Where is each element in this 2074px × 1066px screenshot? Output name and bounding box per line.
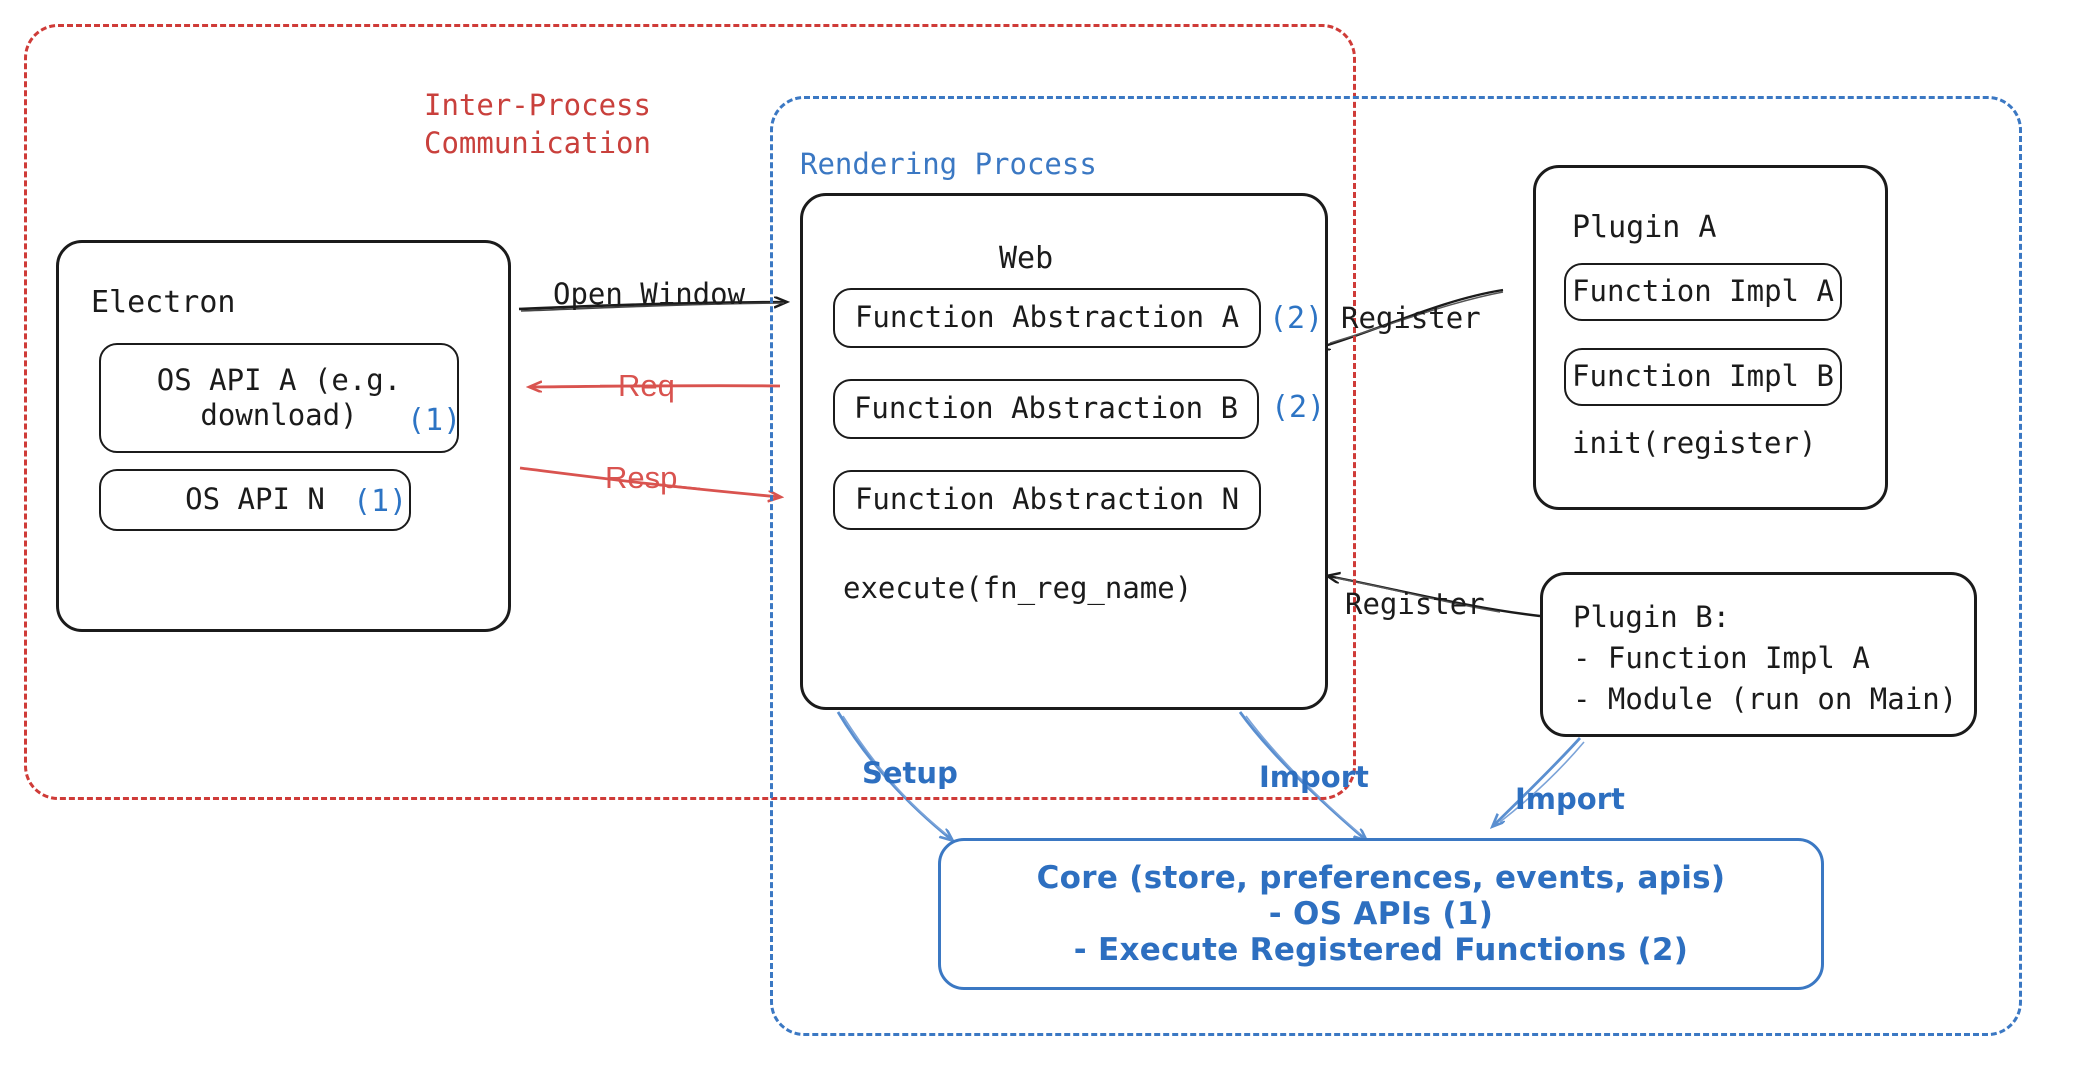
group-frame-ipc — [24, 24, 1356, 800]
group-label-rendering: Rendering Process — [800, 147, 1097, 181]
function-abstraction-n-label: Function Abstraction N — [854, 482, 1240, 517]
plugin-a-box[interactable]: Plugin A Function Impl A Function Impl B… — [1533, 165, 1888, 510]
os-api-n-label: OS API N — [185, 482, 325, 517]
edge-label-register-plugin-b: Register — [1345, 587, 1485, 621]
group-label-ipc: Inter-Process Communication — [424, 88, 651, 161]
function-abstraction-a-label: Function Abstraction A — [854, 300, 1240, 335]
function-abstraction-a-badge: (2) — [1269, 301, 1324, 336]
function-abstraction-a-box[interactable]: Function Abstraction A — [833, 288, 1261, 348]
edge-label-import-web: Import — [1259, 760, 1369, 794]
os-api-a-label: OS API A (e.g. download) — [156, 362, 402, 432]
function-impl-a-label: Function Impl A — [1572, 274, 1834, 309]
function-impl-b-box[interactable]: Function Impl B — [1564, 348, 1842, 406]
function-abstraction-n-box[interactable]: Function Abstraction N — [833, 470, 1261, 530]
plugin-b-box[interactable]: Plugin B: - Function Impl A - Module (ru… — [1540, 572, 1977, 737]
os-api-a-badge: (1) — [407, 403, 462, 438]
edge-label-register-plugin-a: Register — [1341, 301, 1481, 335]
plugin-a-title: Plugin A — [1572, 210, 1717, 245]
electron-title: Electron — [91, 285, 236, 320]
edge-label-open-window: Open Window — [553, 277, 746, 311]
function-abstraction-b-label: Function Abstraction B — [853, 391, 1239, 426]
edge-label-resp: Resp — [605, 460, 678, 495]
edge-label-setup: Setup — [862, 756, 958, 790]
edge-label-import-plugin-b: Import — [1515, 782, 1625, 816]
core-line-2: - OS APIs (1) — [1268, 896, 1494, 932]
core-line-1: Core (store, preferences, events, apis) — [1036, 860, 1726, 896]
web-execute-label: execute(fn_reg_name) — [843, 571, 1193, 605]
plugin-a-init-label: init(register) — [1572, 426, 1817, 460]
os-api-a-box[interactable]: OS API A (e.g. download) — [99, 343, 459, 453]
os-api-n-badge: (1) — [353, 484, 408, 519]
os-api-n-box[interactable]: OS API N — [99, 469, 411, 531]
function-abstraction-b-box[interactable]: Function Abstraction B — [833, 379, 1259, 439]
function-impl-a-box[interactable]: Function Impl A — [1564, 263, 1842, 321]
web-title: Web — [999, 241, 1054, 276]
group-frame-rendering — [770, 96, 2022, 1036]
web-box[interactable]: Web Function Abstraction A (2) Function … — [800, 193, 1328, 710]
core-line-3: - Execute Registered Functions (2) — [1073, 932, 1689, 968]
plugin-b-text: Plugin B: - Function Impl A - Module (ru… — [1573, 600, 1958, 717]
core-box[interactable]: Core (store, preferences, events, apis) … — [938, 838, 1824, 990]
function-abstraction-b-badge: (2) — [1271, 390, 1326, 425]
electron-box[interactable]: Electron OS API A (e.g. download) (1) OS… — [56, 240, 511, 632]
function-impl-b-label: Function Impl B — [1572, 359, 1834, 394]
edge-label-req: Req — [618, 368, 675, 403]
